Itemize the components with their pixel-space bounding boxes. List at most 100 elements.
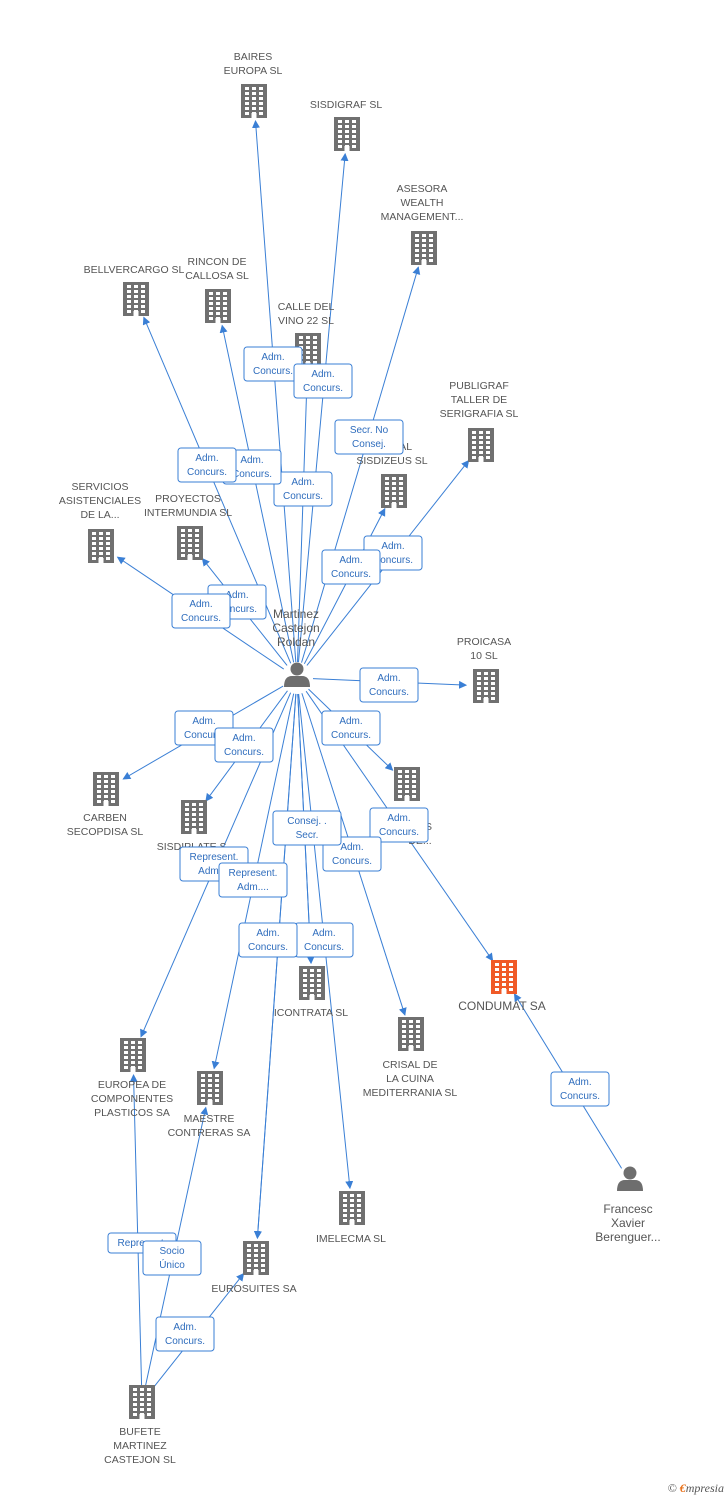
edge-label-box <box>273 471 333 507</box>
relation-edge-martinez-sisdizeus <box>303 507 386 665</box>
edge-label[interactable]: Adm.Concurs. <box>359 667 419 703</box>
node-bellvercargo[interactable]: BELLVERCARGO SL <box>84 264 185 316</box>
node-condumat[interactable]: CONDUMAT SA <box>458 960 546 1013</box>
building-icon <box>120 1038 146 1072</box>
edge-label-text: Adm.Concurs. <box>181 599 221 624</box>
building-icon <box>177 526 203 560</box>
building-icon <box>334 117 360 151</box>
edge-label-line: Represent. <box>229 868 278 879</box>
edge-label[interactable]: Adm.Concurs. <box>155 1316 215 1352</box>
building-icon <box>181 800 207 834</box>
node-imelecma[interactable]: IMELECMA SL <box>316 1191 386 1245</box>
edge-label[interactable]: Adm.Concurs. <box>369 807 429 843</box>
node-label-line: WEALTH <box>401 197 444 209</box>
edge-label-text: Adm. Concurs. <box>331 716 371 741</box>
edge-label[interactable]: Consej. .Secr. <box>272 810 342 846</box>
relation-edge-martinez-calle <box>297 368 312 663</box>
building-icon <box>381 474 407 508</box>
node-label-line: SISDIZEUS SL <box>356 455 427 467</box>
node-eurosuites[interactable]: EUROSUITES SA <box>211 1241 297 1295</box>
edge-label-line: Adm. <box>240 455 263 466</box>
building-icon <box>339 1191 365 1225</box>
node-label-line: DE LA... <box>80 509 119 521</box>
edge-label[interactable]: Adm. Concurs. <box>321 710 381 746</box>
copyright-mark: © <box>667 1481 677 1495</box>
edge-label-line: Concurs. <box>165 1336 205 1347</box>
edge-label-line: Concurs. <box>331 730 371 741</box>
building-icon <box>197 1071 223 1105</box>
edge-label-text: Adm.Concurs. <box>187 453 227 478</box>
edge-label[interactable]: Adm. Concurs. <box>222 449 282 485</box>
node-label-line: BAIRES <box>234 51 273 63</box>
edge-label[interactable]: Adm.Concurs. <box>243 346 303 382</box>
edge-label-line: Adm. <box>291 477 314 488</box>
edge-label-line: Concurs. <box>232 469 272 480</box>
edge-label-box <box>142 1240 202 1276</box>
node-sisdiplate[interactable]: SISDIPLATE S... <box>157 800 236 853</box>
edge-label[interactable]: Adm.Concurs. <box>294 922 354 958</box>
edge-label[interactable]: Adm.Concurs. <box>273 471 333 507</box>
building-icon <box>491 960 517 994</box>
edge-label[interactable]: Adm.Concurs. <box>321 549 381 585</box>
edge-label-text: Represent.Adm.... <box>229 868 278 893</box>
edge-label-line: Concurs. <box>217 604 257 615</box>
node-label-line: MANAGEMENT... <box>381 211 464 223</box>
building-icon <box>88 529 114 563</box>
edge-label-line: Concurs. <box>373 555 413 566</box>
edge-label-box <box>359 667 419 703</box>
empresia-brand[interactable]: © €mpresia <box>668 1481 724 1496</box>
edge-label-text: Consej. .Secr. <box>287 816 326 841</box>
node-label-line: TALLER DE <box>451 394 507 406</box>
edge-label[interactable]: Adm.Concurs. <box>171 593 231 629</box>
edge-label-text: Adm.Concurs. <box>369 673 409 698</box>
node-sisdigraf[interactable]: SISDIGRAF SL <box>310 99 383 151</box>
relation-edge-bufete-europea <box>129 1073 143 1387</box>
edges-layer <box>116 119 623 1390</box>
edge-label[interactable]: Adm.Concurs. <box>238 922 298 958</box>
edge-label-text: Adm.Concurs. <box>332 842 372 867</box>
node-label-line: ICONTRATA SL <box>274 1007 348 1019</box>
node-label-line: 10 SL <box>470 650 498 662</box>
edge-label[interactable]: Represent.Adm.... <box>218 862 288 898</box>
edge-label-line: Adm. <box>339 716 362 727</box>
edge-label-text: Adm.Concurs. <box>560 1077 600 1102</box>
node-label-line: SERVICIOS <box>72 481 129 493</box>
edge-label[interactable]: Adm.Concurs. <box>177 447 237 483</box>
edge-label-line: Adm. <box>256 928 279 939</box>
node-icontrata[interactable]: ICONTRATA SL <box>274 966 348 1019</box>
node-label-line: Berenguer... <box>595 1230 660 1244</box>
edge-label-line: Adm. <box>312 928 335 939</box>
edge-label[interactable]: Adm.Concurs. <box>550 1071 610 1107</box>
edge-label-line: Adm. <box>387 813 410 824</box>
edge-label-box <box>272 810 342 846</box>
edge-label-line: Adm. <box>381 541 404 552</box>
edge-label[interactable]: Adm.Concurs. <box>293 363 353 399</box>
building-icon <box>123 282 149 316</box>
edge-label-text: Adm. Concurs. <box>232 455 272 480</box>
edge-label[interactable]: Adm.Concurs. <box>214 727 274 763</box>
